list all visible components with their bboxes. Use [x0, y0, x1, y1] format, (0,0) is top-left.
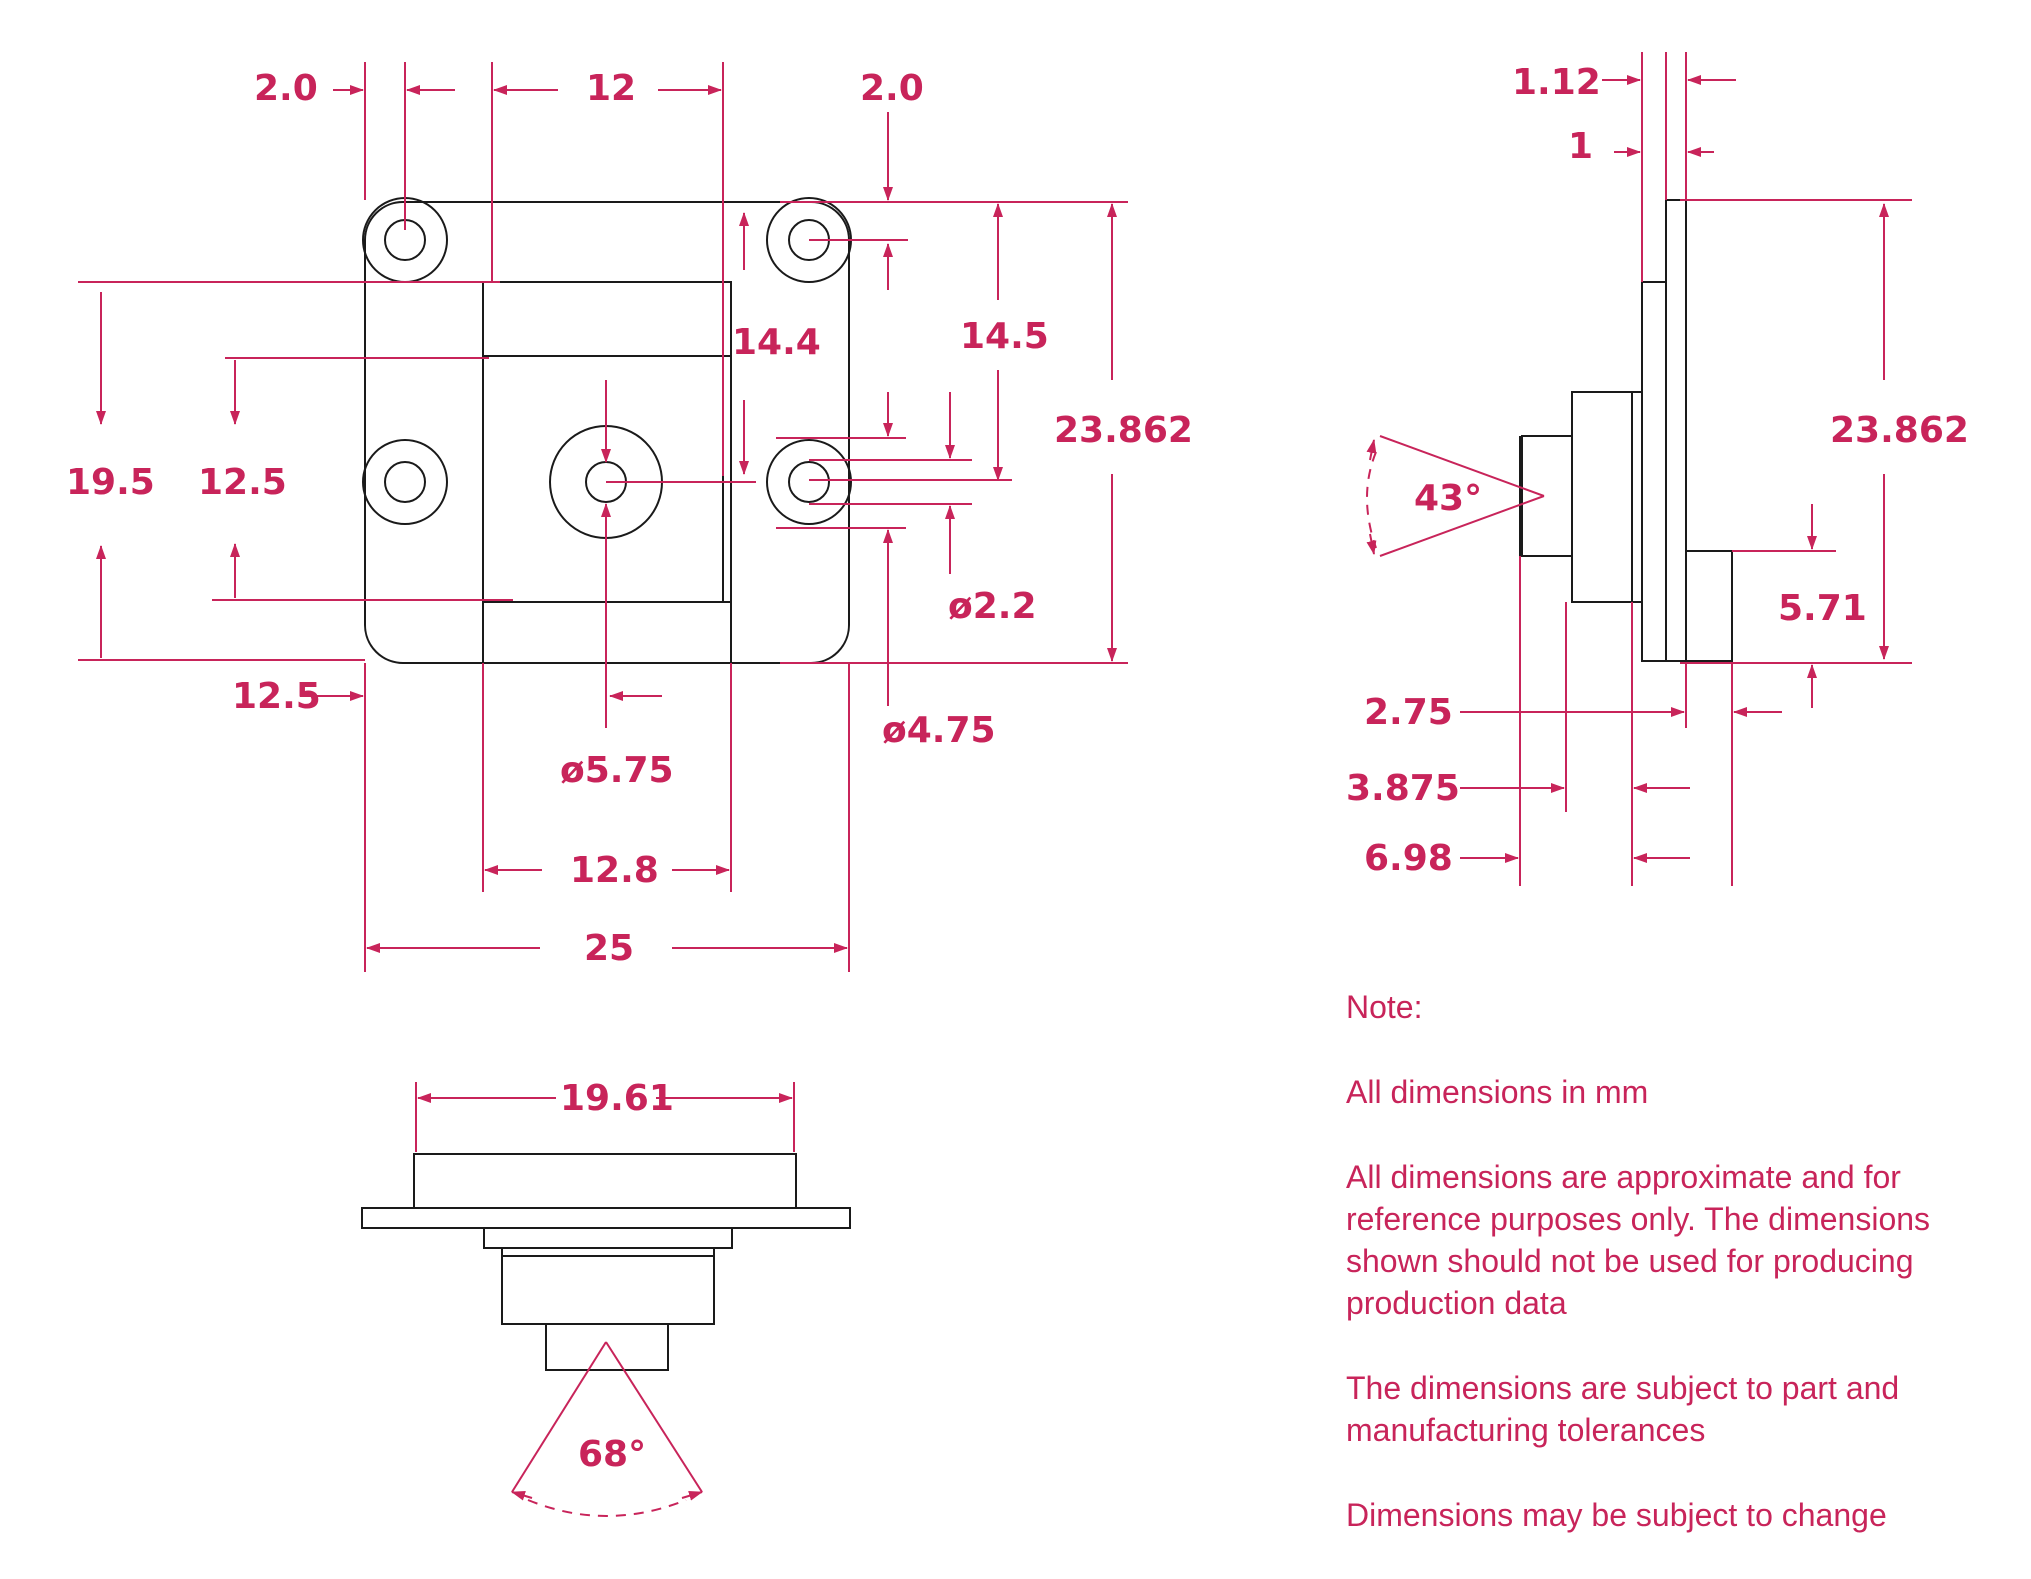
front-view-dimension-lines: [78, 62, 1128, 972]
dim-pcb-1-12: 1.12: [1512, 62, 1601, 103]
dim-lens-diameter: ø5.75: [560, 750, 674, 791]
dim-depth-6-98: 6.98: [1364, 838, 1453, 879]
dim-height-14-4: 14.4: [732, 322, 821, 363]
side-view-dimension-lines: [1366, 52, 1912, 886]
dim-hole-spacing-top: 12: [586, 68, 636, 109]
dim-depth-3-875: 3.875: [1346, 768, 1460, 809]
dim-height-12-5: 12.5: [198, 462, 287, 503]
dim-overall-height: 23.862: [1054, 410, 1193, 451]
front-view-dimension-labels: 2.0 12 2.0 14.4 14.5 23.862 19.5 12.5 12…: [66, 68, 1193, 969]
dim-fov-vertical: 43°: [1414, 478, 1482, 519]
bottom-view-dimension-labels: 19.61 68°: [560, 1078, 674, 1475]
dim-side-overall-height: 23.862: [1830, 410, 1969, 451]
front-view: 2.0 12 2.0 14.4 14.5 23.862 19.5 12.5 12…: [66, 62, 1193, 972]
dim-height-14-5: 14.5: [960, 316, 1049, 357]
dim-boss-diameter: ø4.75: [882, 710, 996, 751]
dim-depth-2-75: 2.75: [1364, 692, 1453, 733]
dim-pcb-1: 1: [1568, 126, 1593, 167]
dim-bottom-width: 19.61: [560, 1078, 674, 1119]
side-view-dimension-labels: 1.12 1 23.862 43° 5.71 2.75 3.875 6.98: [1346, 62, 1969, 879]
side-view-outline: [1519, 199, 1733, 662]
note-units: All dimensions in mm: [1346, 1074, 1649, 1110]
dim-width-12-5: 12.5: [232, 676, 321, 717]
note-subject-to-change: Dimensions may be subject to change: [1346, 1497, 1887, 1533]
dim-height-19-5: 19.5: [66, 462, 155, 503]
notes-panel: Note: All dimensions in mm All dimension…: [1346, 986, 1986, 1579]
bottom-view-outline: [361, 1153, 851, 1371]
dim-offset-5-71: 5.71: [1778, 588, 1867, 629]
side-view: 1.12 1 23.862 43° 5.71 2.75 3.875 6.98: [1346, 52, 1969, 886]
note-tolerances: The dimensions are subject to part and m…: [1346, 1370, 1900, 1448]
dim-overall-width: 25: [584, 928, 634, 969]
bottom-view-dimension-lines: [415, 1082, 795, 1517]
dim-fov-horizontal: 68°: [578, 1434, 646, 1475]
dim-hole-margin-right: 2.0: [860, 68, 924, 109]
dim-sensor-width: 12.8: [570, 850, 659, 891]
note-approximate: All dimensions are approximate and for r…: [1346, 1159, 1931, 1321]
dim-hole-margin-left: 2.0: [254, 68, 318, 109]
bottom-view: 19.61 68°: [361, 1078, 851, 1517]
dim-hole-diameter: ø2.2: [948, 586, 1037, 627]
notes-heading: Note:: [1346, 989, 1423, 1025]
